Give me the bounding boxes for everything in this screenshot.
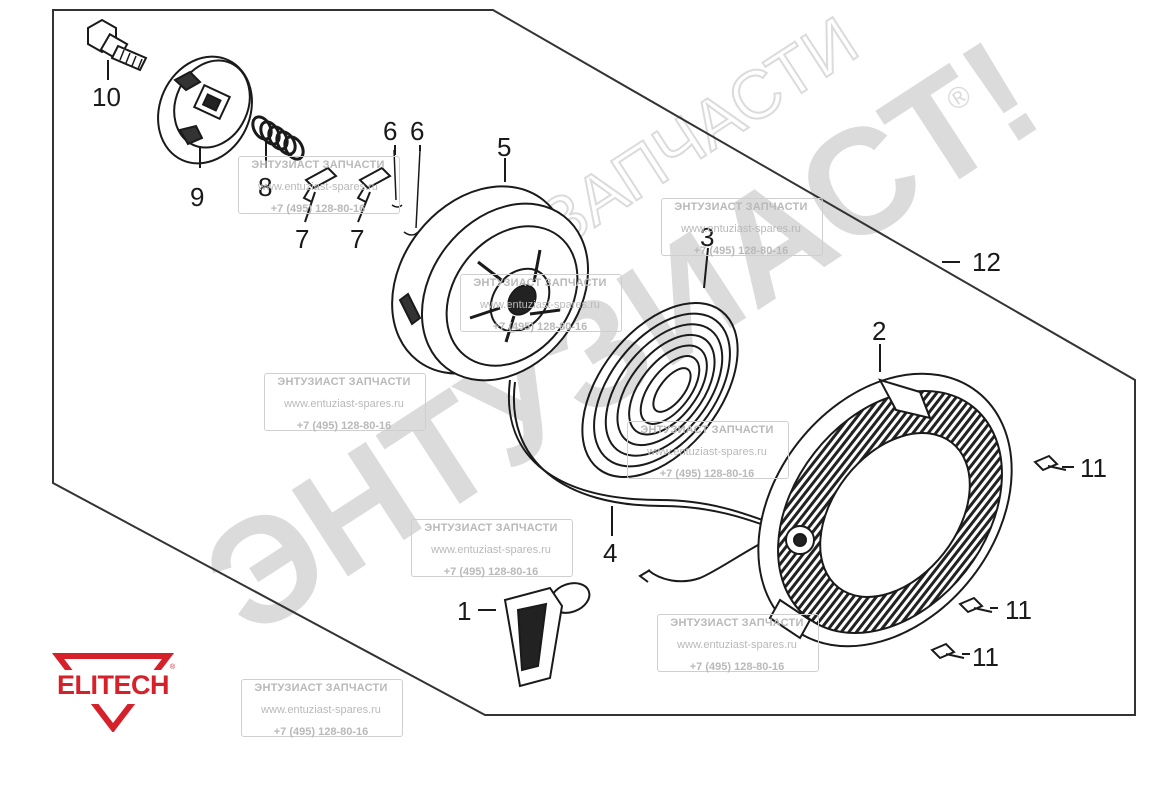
stamp-title: ЭНТУЗИАСТ ЗАПЧАСТИ xyxy=(670,617,804,629)
stamp-watermark: ЭНТУЗИАСТ ЗАПЧАСТИ www.entuziast-spares.… xyxy=(238,160,398,215)
callouts: 10 9 8 7 7 6 6 5 3 12 2 11 11 11 4 1 xyxy=(92,82,1107,672)
stamp-title: ЭНТУЗИАСТ ЗАПЧАСТИ xyxy=(640,424,774,436)
stamp-url: www.entuziast-spares.ru xyxy=(681,223,801,235)
stamp-phone: +7 (495) 128-80-16 xyxy=(659,468,755,480)
stamp-phone: +7 (495) 128-80-16 xyxy=(296,420,392,432)
stamp-phone: +7 (495) 128-80-16 xyxy=(492,321,588,333)
part-pawls xyxy=(302,166,392,203)
stamp-url: www.entuziast-spares.ru xyxy=(284,398,404,410)
stamp-watermark: ЭНТУЗИАСТ ЗАПЧАСТИ www.entuziast-spares.… xyxy=(661,202,821,257)
stamp-frame xyxy=(460,274,622,332)
part-housing xyxy=(757,372,1013,648)
stamp-phone: +7 (495) 128-80-16 xyxy=(693,245,789,257)
callout-7a: 7 xyxy=(295,224,309,254)
part-screws xyxy=(930,454,1067,660)
callout-11b: 11 xyxy=(1005,595,1032,625)
part-reel xyxy=(391,185,590,382)
callout-12: 12 xyxy=(972,247,1001,277)
part-bolt xyxy=(87,18,148,72)
stamp-title: ЭНТУЗИАСТ ЗАПЧАСТИ xyxy=(424,522,558,534)
stamp-url: www.entuziast-spares.ru xyxy=(261,704,381,716)
stamp-phone: +7 (495) 128-80-16 xyxy=(443,566,539,578)
stamp-phone: +7 (495) 128-80-16 xyxy=(270,203,366,215)
callout-8: 8 xyxy=(258,172,272,202)
callout-6a: 6 xyxy=(383,116,397,146)
stamp-url: www.entuziast-spares.ru xyxy=(431,544,551,556)
stamp-watermark: ЭНТУЗИАСТ ЗАПЧАСТИ www.entuziast-spares.… xyxy=(657,618,817,673)
stamp-url: www.entuziast-spares.ru xyxy=(677,639,797,651)
callout-6b: 6 xyxy=(410,116,424,146)
stamp-frame xyxy=(627,421,789,479)
callout-11a: 11 xyxy=(1080,453,1107,483)
stamp-watermark: ЭНТУЗИАСТ ЗАПЧАСТИ www.entuziast-spares.… xyxy=(411,523,571,578)
stamp-watermark: ЭНТУЗИАСТ ЗАПЧАСТИ www.entuziast-spares.… xyxy=(627,425,787,480)
stamp-title: ЭНТУЗИАСТ ЗАПЧАСТИ xyxy=(277,376,411,388)
stamp-title: ЭНТУЗИАСТ ЗАПЧАСТИ xyxy=(254,682,388,694)
stamp-watermark: ЭНТУЗИАСТ ЗАПЧАСТИ www.entuziast-spares.… xyxy=(241,683,401,738)
part-spring xyxy=(251,115,305,161)
callout-9: 9 xyxy=(190,182,204,212)
logo-registered: ® xyxy=(170,664,176,671)
logo-triangle-icon xyxy=(50,653,176,732)
callout-11c: 11 xyxy=(972,642,999,672)
part-pawl-springs xyxy=(391,149,421,236)
stamp-frame xyxy=(657,614,819,672)
stamp-frame xyxy=(411,519,573,577)
callout-3: 3 xyxy=(700,222,714,252)
leader-lines xyxy=(107,60,1074,655)
stamp-frame xyxy=(241,679,403,737)
stamp-url: www.entuziast-spares.ru xyxy=(647,446,767,458)
stamp-phone: +7 (495) 128-80-16 xyxy=(689,661,785,673)
stamp-url: www.entuziast-spares.ru xyxy=(480,299,600,311)
callout-5: 5 xyxy=(497,132,511,162)
stamp-phone: +7 (495) 128-80-16 xyxy=(273,726,369,738)
stamp-url: www.entuziast-spares.ru xyxy=(258,181,378,193)
callout-7b: 7 xyxy=(350,224,364,254)
stamp-title: ЭНТУЗИАСТ ЗАПЧАСТИ xyxy=(251,159,385,171)
stamp-frame xyxy=(238,156,400,214)
elitech-logo: ELITECH ® xyxy=(50,652,176,732)
stamp-title: ЭНТУЗИАСТ ЗАПЧАСТИ xyxy=(674,201,808,213)
callout-1: 1 xyxy=(457,596,471,626)
stamp-frame xyxy=(264,373,426,431)
stamp-title: ЭНТУЗИАСТ ЗАПЧАСТИ xyxy=(473,277,607,289)
stamp-watermark: ЭНТУЗИАСТ ЗАПЧАСТИ www.entuziast-spares.… xyxy=(460,278,620,333)
callout-10: 10 xyxy=(92,82,121,112)
callout-4: 4 xyxy=(603,538,617,568)
part-ratchet xyxy=(157,55,253,165)
logo-text: ELITECH xyxy=(56,670,170,700)
assembly-frame xyxy=(52,9,1136,716)
part-handle xyxy=(503,582,591,688)
callout-2: 2 xyxy=(872,316,886,346)
stamp-frame xyxy=(661,198,823,256)
stamp-watermark: ЭНТУЗИАСТ ЗАПЧАСТИ www.entuziast-spares.… xyxy=(264,377,424,432)
